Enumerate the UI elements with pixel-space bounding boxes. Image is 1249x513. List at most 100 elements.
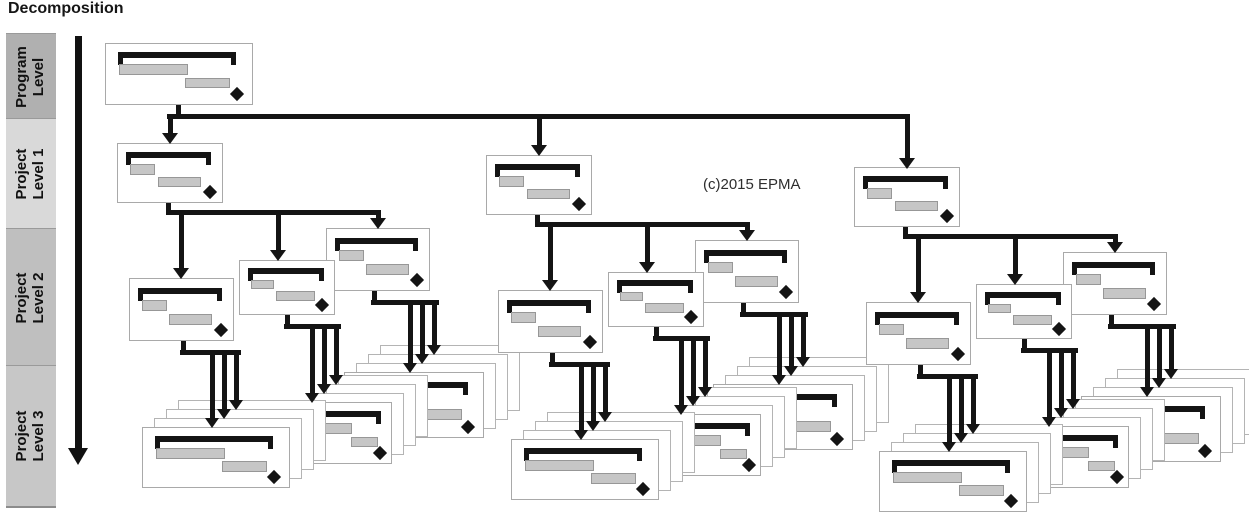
connector-line	[578, 362, 584, 432]
connector-line	[275, 210, 281, 252]
connector-line	[1168, 324, 1174, 371]
connector-line	[740, 303, 746, 317]
gantt-card	[142, 427, 290, 488]
connector-line	[678, 336, 684, 407]
connector-line	[644, 222, 650, 264]
milestone-icon	[1052, 321, 1067, 336]
connector-arrowhead	[598, 412, 612, 422]
summary-bar	[247, 268, 324, 282]
summary-bar	[138, 287, 223, 301]
connector-arrowhead	[910, 292, 926, 303]
task-bar	[894, 201, 939, 212]
connector-line	[431, 300, 437, 347]
connector-line	[1108, 324, 1176, 329]
gantt-card	[511, 439, 659, 500]
task-bar	[988, 303, 1011, 314]
connector-arrowhead	[542, 280, 558, 291]
connector-line	[233, 350, 239, 402]
connector-arrowhead	[427, 345, 441, 355]
gantt-card	[879, 451, 1027, 512]
connector-arrowhead	[1066, 399, 1080, 409]
gantt-card	[105, 43, 253, 105]
connector-line	[904, 114, 910, 160]
milestone-icon	[582, 335, 597, 350]
connector-line	[1058, 348, 1064, 410]
gantt-card	[326, 228, 430, 291]
gantt-card	[498, 290, 603, 353]
connector-line	[167, 114, 173, 135]
milestone-icon	[571, 197, 586, 212]
connector-line	[1112, 234, 1118, 244]
copyright-text: (c)2015 EPMA	[703, 176, 801, 193]
gantt-card	[866, 302, 971, 365]
page-title: Decomposition	[8, 0, 124, 17]
level-band-label: Project Level 3	[13, 410, 47, 462]
connector-line	[902, 227, 908, 239]
connector-arrowhead	[698, 387, 712, 397]
connector-arrowhead	[305, 393, 319, 403]
level-band-project-2: Project Level 2	[6, 228, 56, 366]
summary-bar	[154, 436, 274, 450]
connector-arrowhead	[966, 424, 980, 434]
connector-line	[180, 341, 186, 355]
summary-bar	[891, 460, 1011, 474]
connector-arrowhead	[574, 430, 588, 440]
milestone-icon	[950, 347, 965, 362]
connector-arrowhead	[674, 405, 688, 415]
summary-bar	[984, 292, 1061, 306]
gantt-card	[695, 240, 799, 303]
connector-arrowhead	[899, 158, 915, 169]
milestone-icon	[1109, 470, 1124, 485]
task-bar	[879, 324, 905, 336]
summary-bar	[863, 176, 948, 190]
connector-line	[702, 336, 708, 389]
task-bar	[1087, 460, 1115, 472]
summary-bar	[126, 152, 211, 166]
connector-arrowhead	[162, 133, 178, 144]
level-band-label: Project Level 1	[13, 148, 47, 200]
milestone-icon	[315, 297, 330, 312]
summary-bar	[704, 249, 787, 263]
gantt-card	[486, 155, 592, 215]
task-bar	[169, 313, 213, 325]
connector-line	[776, 312, 782, 377]
connector-arrowhead	[173, 268, 189, 279]
task-bar	[339, 250, 364, 262]
summary-bar	[1072, 261, 1155, 275]
task-bar	[157, 177, 202, 188]
connector-line	[958, 374, 964, 435]
connector-arrowhead	[270, 250, 286, 261]
connector-line	[407, 300, 413, 365]
milestone-icon	[266, 470, 281, 485]
connector-arrowhead	[586, 421, 600, 431]
task-bar	[499, 176, 525, 187]
connector-line	[590, 362, 596, 423]
task-bar	[708, 262, 733, 274]
connector-line	[209, 350, 215, 420]
task-bar	[1102, 287, 1146, 299]
connector-line	[549, 353, 555, 367]
summary-bar	[616, 280, 693, 294]
connector-line	[536, 114, 542, 147]
level-band-label: Program Level	[13, 45, 47, 108]
task-bar	[365, 263, 409, 275]
milestone-icon	[372, 446, 387, 461]
connector-arrowhead	[415, 354, 429, 364]
summary-bar	[495, 164, 580, 178]
connector-line	[1156, 324, 1162, 380]
summary-bar	[335, 237, 418, 251]
connector-line	[903, 234, 1118, 239]
summary-bar	[507, 299, 592, 313]
milestone-icon	[409, 273, 424, 288]
connector-arrowhead	[1007, 274, 1023, 285]
connector-arrowhead	[686, 396, 700, 406]
task-bar	[142, 300, 168, 312]
connector-line	[970, 374, 976, 426]
connector-arrowhead	[329, 375, 343, 385]
connector-line	[800, 312, 806, 359]
level-band-project-3: Project Level 3	[6, 365, 56, 508]
connector-line	[690, 336, 696, 398]
connector-line	[419, 300, 425, 356]
connector-line	[1144, 324, 1150, 389]
connector-arrowhead	[942, 442, 956, 452]
